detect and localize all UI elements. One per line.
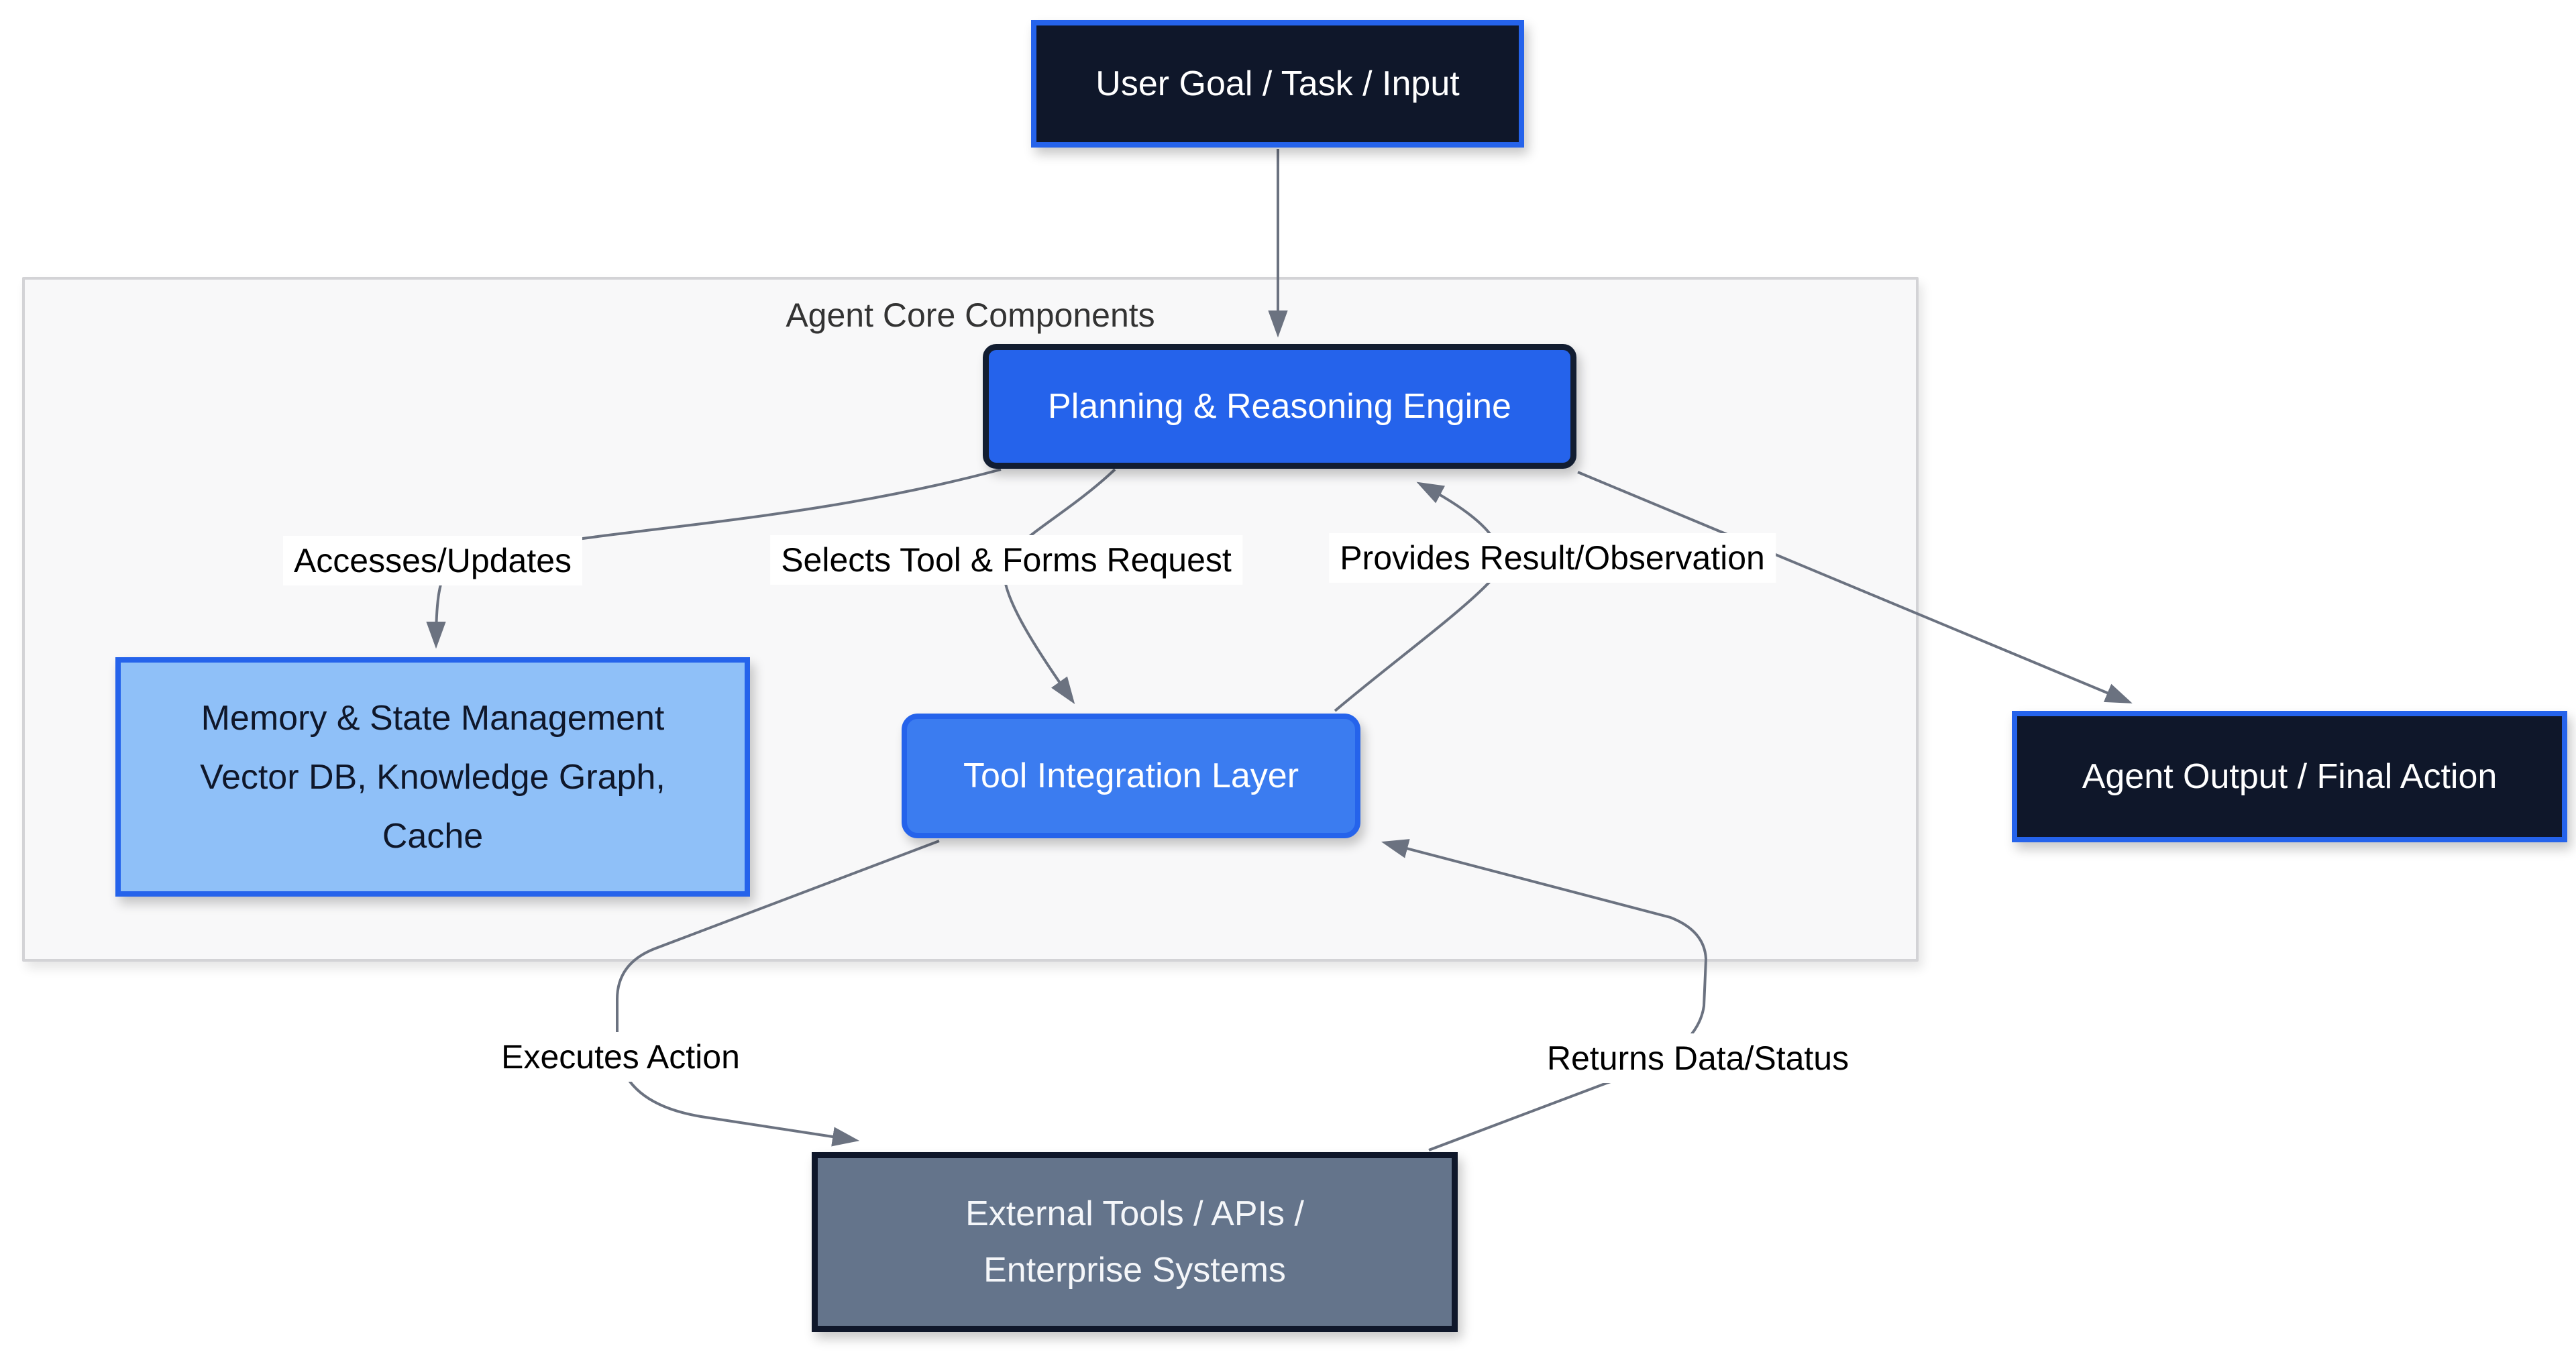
node-memory-line-2: Vector DB, Knowledge Graph,	[200, 757, 665, 797]
node-memory-line-1: Memory & State Management	[201, 698, 665, 738]
node-external-line-1: External Tools / APIs /	[965, 1194, 1304, 1233]
edge-label-selects-tool-forms-request: Selects Tool & Forms Request	[770, 535, 1242, 585]
edge-external-to-tool	[1381, 839, 1708, 1151]
edge-label-provides-result-observation: Provides Result/Observation	[1329, 533, 1776, 583]
node-memory-state-management: Memory & State Management Vector DB, Kno…	[115, 657, 750, 897]
edge-label-returns-data-status: Returns Data/Status	[1536, 1033, 1860, 1083]
node-user-goal-label: User Goal / Task / Input	[1095, 64, 1460, 103]
agent-core-components-title: Agent Core Components	[786, 296, 1155, 334]
edge-label-executes-action: Executes Action	[490, 1032, 751, 1082]
edge-planning-to-tool	[1002, 468, 1116, 704]
edge-planning-to-agent-output	[1577, 471, 2133, 703]
node-planning-label: Planning & Reasoning Engine	[1048, 387, 1511, 426]
node-tool-label: Tool Integration Layer	[963, 756, 1299, 795]
node-agent-output-final-action: Agent Output / Final Action	[2012, 711, 2567, 842]
edge-tool-to-planning	[1334, 482, 1501, 712]
node-external-tools-apis: External Tools / APIs / Enterprise Syste…	[812, 1152, 1458, 1332]
node-agent-output-label: Agent Output / Final Action	[2082, 757, 2498, 796]
node-tool-integration-layer: Tool Integration Layer	[902, 714, 1360, 838]
node-planning-reasoning-engine: Planning & Reasoning Engine	[983, 344, 1576, 469]
edge-label-accesses-updates: Accesses/Updates	[282, 536, 583, 585]
node-user-goal: User Goal / Task / Input	[1031, 20, 1524, 148]
node-external-line-2: Enterprise Systems	[983, 1251, 1286, 1290]
node-memory-line-3: Cache	[382, 816, 484, 856]
